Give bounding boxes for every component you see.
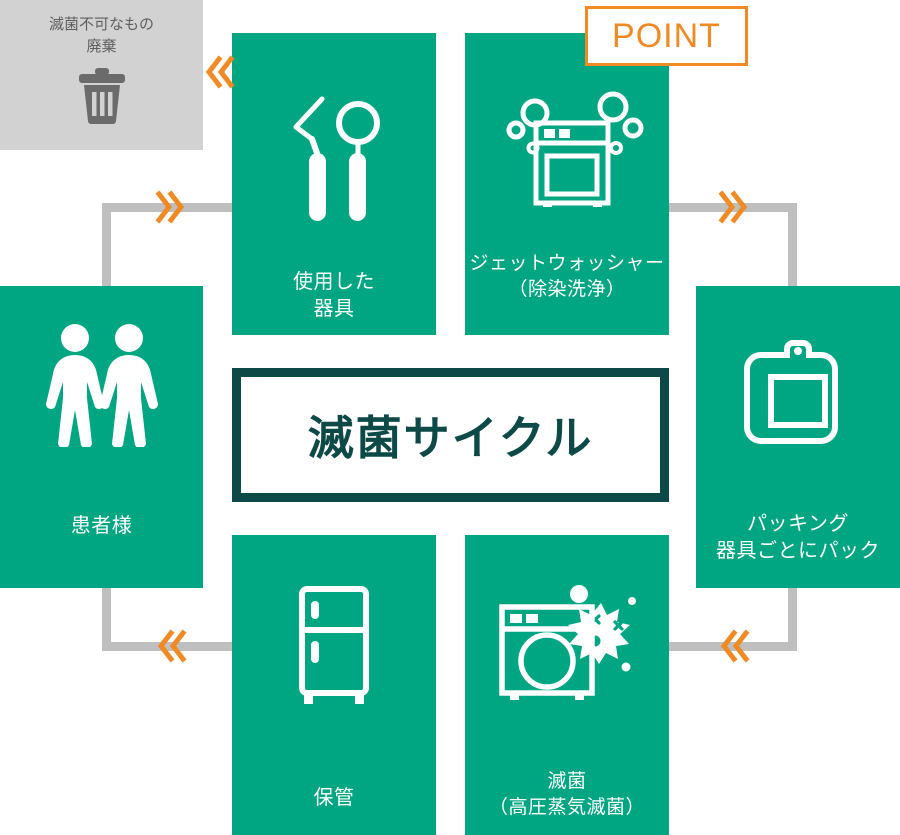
card-label-patients: 患者様: [70, 515, 133, 537]
card-packing[interactable]: パッキング 器具ごとにパック: [696, 286, 900, 588]
connector-left-vertical-lower: [102, 580, 111, 651]
arrow-used-to-washer: [155, 190, 185, 224]
connector-right-vertical-lower: [788, 580, 797, 651]
arrow-sterilization-to-storage: [720, 629, 750, 663]
discard-label: 滅菌不可なもの 廃棄: [48, 16, 154, 55]
center-title-label: 滅菌サイクル: [307, 412, 594, 464]
card-label-sterilization: 滅菌 （高圧蒸気滅菌）: [488, 771, 645, 818]
point-badge-label: POINT: [612, 17, 721, 55]
autoclave-germ-icon: [489, 577, 645, 707]
card-used-instruments[interactable]: 使用した 器具: [232, 33, 436, 335]
card-sterilization[interactable]: 滅菌 （高圧蒸気滅菌）: [465, 535, 669, 835]
connector-left-vertical-upper: [102, 203, 111, 293]
card-patients[interactable]: 患者様: [0, 286, 203, 588]
card-jet-washer[interactable]: ジェットウォッシャー （除染洗浄）: [465, 33, 669, 335]
card-label-jet-washer: ジェットウォッシャー （除染洗浄）: [469, 253, 665, 300]
connector-right-vertical-upper: [788, 203, 797, 293]
card-storage[interactable]: 保管: [232, 535, 436, 835]
sterilization-pouch-icon: [739, 331, 857, 455]
arrow-storage-to-patients: [157, 629, 187, 663]
two-people-icon: [42, 322, 162, 447]
storage-cabinet-icon: [284, 583, 384, 707]
point-badge: POINT: [585, 6, 748, 66]
connector-bottom-left-horizontal: [102, 642, 237, 651]
trash-can-icon: [71, 64, 133, 131]
card-label-storage: 保管: [313, 787, 355, 809]
dental-instruments-icon: [278, 91, 390, 231]
connector-bottom-right-horizontal: [665, 642, 797, 651]
card-label-used-instruments: 使用した 器具: [293, 271, 375, 320]
discard-box: 滅菌不可なもの 廃棄: [0, 0, 203, 150]
card-label-packing: パッキング 器具ごとにパック: [716, 513, 880, 562]
washer-machine-icon: [489, 85, 645, 207]
arrow-washer-to-packing: [718, 190, 748, 224]
arrow-to-discard: [205, 55, 235, 89]
center-title-box: 滅菌サイクル: [232, 368, 669, 502]
